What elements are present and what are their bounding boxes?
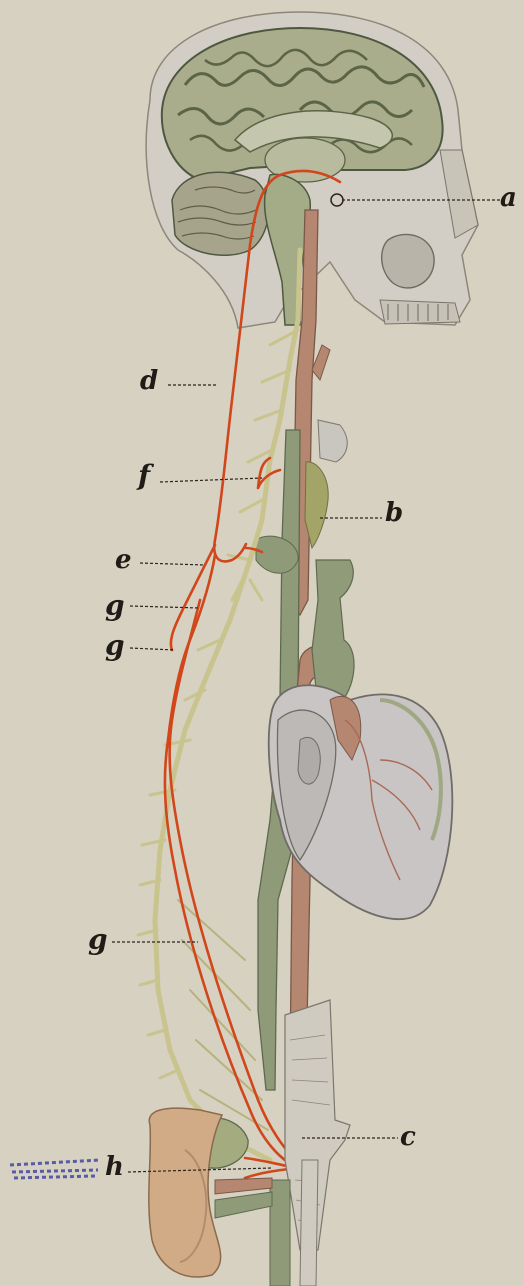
label-f: f [138, 462, 150, 490]
label-g3: g [88, 926, 108, 954]
label-h: h [105, 1154, 124, 1180]
label-d: d [140, 368, 158, 394]
label-g2: g [105, 632, 125, 660]
label-a: a [500, 185, 517, 211]
label-g1: g [105, 592, 125, 620]
label-b: b [385, 500, 403, 526]
cerebellum [172, 172, 268, 255]
label-c: c [400, 1124, 416, 1150]
label-e: e [115, 547, 132, 573]
